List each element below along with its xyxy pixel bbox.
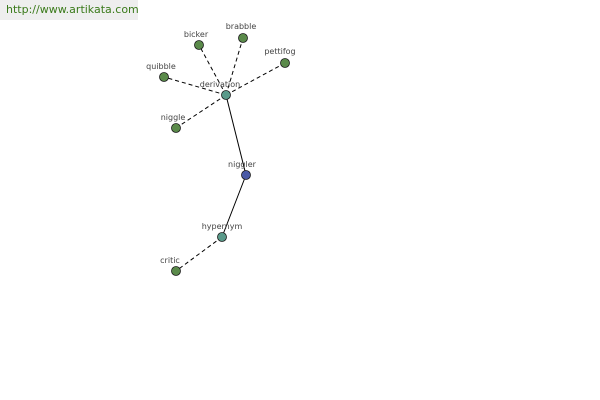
- node-pettifog[interactable]: [280, 58, 290, 68]
- label-pettifog: pettifog: [264, 47, 295, 56]
- label-hypernym: hypernym: [202, 222, 243, 231]
- label-critic: critic: [160, 256, 180, 265]
- label-brabble: brabble: [226, 22, 257, 31]
- edge-derivation-bicker: [198, 44, 227, 96]
- edge-niggler-hypernym: [221, 174, 247, 238]
- graph-edges: [163, 37, 286, 272]
- edge-derivation-pettifog: [225, 62, 286, 96]
- label-niggler: niggler: [228, 160, 257, 169]
- edge-derivation-brabble: [225, 37, 244, 96]
- node-bicker[interactable]: [194, 40, 204, 50]
- node-quibble[interactable]: [159, 72, 169, 82]
- label-quibble: quibble: [146, 62, 176, 71]
- graph-nodes: bicker brabble pettifog quibble derivation ni…: [146, 22, 296, 276]
- edge-hypernym-critic: [175, 236, 223, 272]
- label-niggle: niggle: [161, 113, 186, 122]
- node-critic[interactable]: [171, 266, 181, 276]
- node-brabble[interactable]: [238, 33, 248, 43]
- edge-derivation-niggle: [175, 94, 227, 129]
- site-url[interactable]: http://www.artikata.com: [0, 0, 139, 20]
- node-derivation[interactable]: [221, 90, 231, 100]
- edge-derivation-quibble: [163, 76, 227, 96]
- node-niggle[interactable]: [171, 123, 181, 133]
- node-hypernym[interactable]: [217, 232, 227, 242]
- label-bicker: bicker: [184, 30, 209, 39]
- label-derivation: derivation: [200, 80, 240, 89]
- node-niggler[interactable]: [241, 170, 251, 180]
- edge-niggler-derivation: [225, 94, 247, 176]
